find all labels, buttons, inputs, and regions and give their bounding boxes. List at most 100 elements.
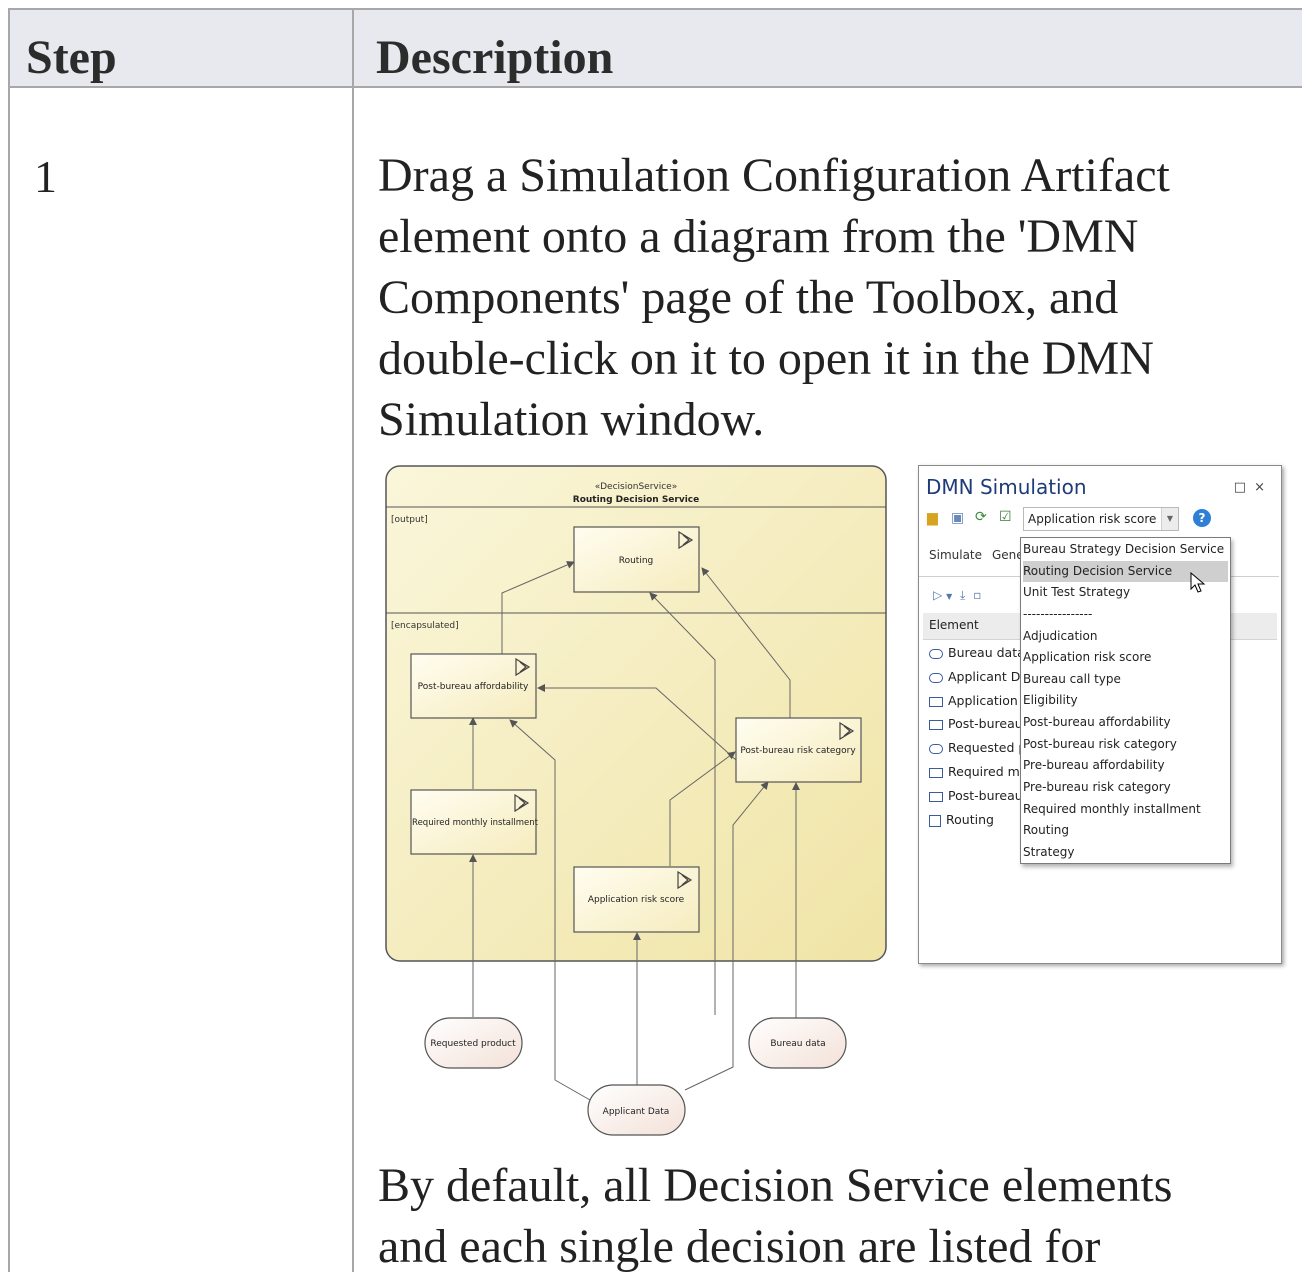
connector	[669, 751, 736, 866]
decision-label: Required monthly installment	[412, 818, 539, 828]
row-label: Post-bureau	[948, 788, 1023, 803]
decision-icon	[677, 870, 693, 890]
decision-post-bureau-risk-category: Post-bureau risk category	[735, 717, 862, 783]
dropdown-option[interactable]: Routing	[1023, 823, 1070, 837]
decision-icon	[929, 719, 943, 730]
paragraph-line: Simulation window.	[378, 393, 765, 446]
input-requested-product: Requested product	[424, 1017, 523, 1069]
input-data-icon	[929, 672, 943, 683]
decision-service-diagram: «DecisionService» Routing Decision Servi…	[385, 465, 887, 1136]
list-item[interactable]: Applicant Dat	[929, 669, 1033, 684]
refresh-icon[interactable]: ⟳	[975, 509, 987, 525]
simulate-toolbar: ▷ ▼ ⤓ ▫	[933, 588, 981, 603]
service-name: Routing Decision Service	[573, 495, 699, 505]
list-item[interactable]: Post-bureau	[929, 788, 1023, 803]
input-label: Applicant Data	[603, 1107, 670, 1117]
row-label: Bureau data	[948, 645, 1025, 660]
step-number: 1	[34, 151, 57, 202]
paragraph-line: double-click on it to open it in the DMN	[378, 332, 1154, 385]
dropdown-separator: ----------------	[1023, 607, 1093, 621]
dropdown-option[interactable]: Application risk score	[1023, 650, 1152, 664]
dropdown-option[interactable]: Strategy	[1023, 845, 1075, 859]
dropdown-option[interactable]: Post-bureau affordability	[1023, 715, 1171, 729]
decision-icon	[514, 793, 530, 813]
input-bureau-data: Bureau data	[748, 1017, 847, 1069]
row-label: Application r	[948, 693, 1027, 708]
mouse-cursor-icon	[1190, 572, 1206, 593]
validate-icon[interactable]: ☑	[999, 509, 1012, 525]
dropdown-option[interactable]: Adjudication	[1023, 629, 1098, 643]
paragraph-line: By default, all Decision Service element…	[378, 1159, 1173, 1212]
decision-label: Application risk score	[588, 895, 685, 905]
decision-post-bureau-affordability: Post-bureau affordability	[410, 653, 537, 719]
list-item[interactable]: Required mo	[929, 764, 1027, 779]
decision-icon	[515, 657, 531, 677]
tab-generate[interactable]: Gene	[992, 548, 1024, 562]
output-compartment-label: [output]	[391, 515, 428, 525]
connector	[684, 781, 769, 1091]
input-data-icon	[929, 743, 943, 754]
connector	[501, 561, 575, 654]
save-icon[interactable]: ▣	[951, 510, 965, 526]
close-icon[interactable]: ×	[1254, 480, 1273, 495]
connector	[649, 592, 716, 1015]
list-item[interactable]: Bureau data	[929, 645, 1025, 660]
description-paragraph-2: By default, all Decision Service element…	[378, 1155, 1288, 1277]
maximize-icon[interactable]: □	[1233, 480, 1255, 495]
decision-routing: Routing	[573, 526, 700, 593]
encapsulated-compartment-label: [encapsulated]	[391, 621, 459, 631]
decision-label: Post-bureau affordability	[418, 682, 529, 692]
row-label: Requested pr	[948, 740, 1032, 755]
tab-simulate[interactable]: Simulate	[929, 548, 983, 562]
dropdown-option[interactable]: Bureau Strategy Decision Service	[1023, 542, 1225, 556]
output-icon	[929, 814, 941, 827]
list-item[interactable]: Post-bureau	[929, 716, 1023, 731]
list-item[interactable]: Routing	[929, 812, 994, 827]
window-controls: □×	[1234, 480, 1273, 495]
decision-icon	[678, 530, 694, 550]
decision-label: Routing	[619, 556, 654, 566]
dropdown-option-selected[interactable]: Routing Decision Service	[1023, 561, 1228, 582]
row-label: Required mo	[948, 764, 1028, 779]
decision-icon	[929, 767, 943, 778]
stop-icon[interactable]: ▫	[973, 588, 982, 602]
table-column-divider	[352, 8, 354, 1272]
dropdown-option[interactable]: Unit Test Strategy	[1023, 585, 1131, 599]
dropdown-option[interactable]: Pre-bureau affordability	[1023, 758, 1165, 772]
paragraph-line: element onto a diagram from the 'DMN	[378, 210, 1139, 263]
row-label: Post-bureau	[948, 716, 1023, 731]
dropdown-option[interactable]: Required monthly installment	[1023, 802, 1201, 816]
input-applicant-data: Applicant Data	[587, 1084, 686, 1136]
table-left-border	[8, 8, 10, 1272]
decision-icon	[929, 791, 943, 802]
chevron-down-icon[interactable]: ▼	[946, 592, 953, 601]
open-folder-icon[interactable]: ▆	[927, 510, 938, 526]
help-icon[interactable]: ?	[1193, 509, 1211, 527]
chevron-down-icon[interactable]: ▼	[1161, 508, 1178, 530]
header-description: Description	[376, 31, 614, 84]
connector	[509, 719, 556, 1080]
list-item[interactable]: Requested pr	[929, 740, 1031, 755]
row-label: Routing	[946, 812, 994, 827]
paragraph-line: Drag a Simulation Configuration Artifact	[378, 149, 1170, 202]
configuration-select[interactable]: Application risk score ▼	[1023, 507, 1179, 531]
dropdown-option[interactable]: Pre-bureau risk category	[1023, 780, 1171, 794]
input-data-icon	[929, 648, 943, 659]
input-label: Requested product	[430, 1039, 516, 1049]
input-label: Bureau data	[770, 1039, 825, 1049]
decision-required-monthly-installment: Required monthly installment	[410, 789, 539, 855]
connector	[537, 684, 737, 761]
decision-label: Post-bureau risk category	[740, 746, 856, 756]
dropdown-option[interactable]: Eligibility	[1023, 693, 1078, 707]
header-step: Step	[26, 31, 117, 84]
step-into-icon[interactable]: ⤓	[960, 588, 966, 602]
list-item[interactable]: Application r	[929, 693, 1027, 708]
combo-value: Application risk score	[1028, 512, 1157, 526]
dropdown-option[interactable]: Bureau call type	[1023, 672, 1121, 686]
dropdown-option[interactable]: Post-bureau risk category	[1023, 737, 1177, 751]
paragraph-line: and each single decision are listed for	[378, 1220, 1101, 1273]
row-label: Applicant Dat	[948, 669, 1033, 684]
run-icon[interactable]: ▷	[933, 588, 943, 602]
configuration-dropdown-list: Bureau Strategy Decision Service Routing…	[1020, 537, 1231, 864]
